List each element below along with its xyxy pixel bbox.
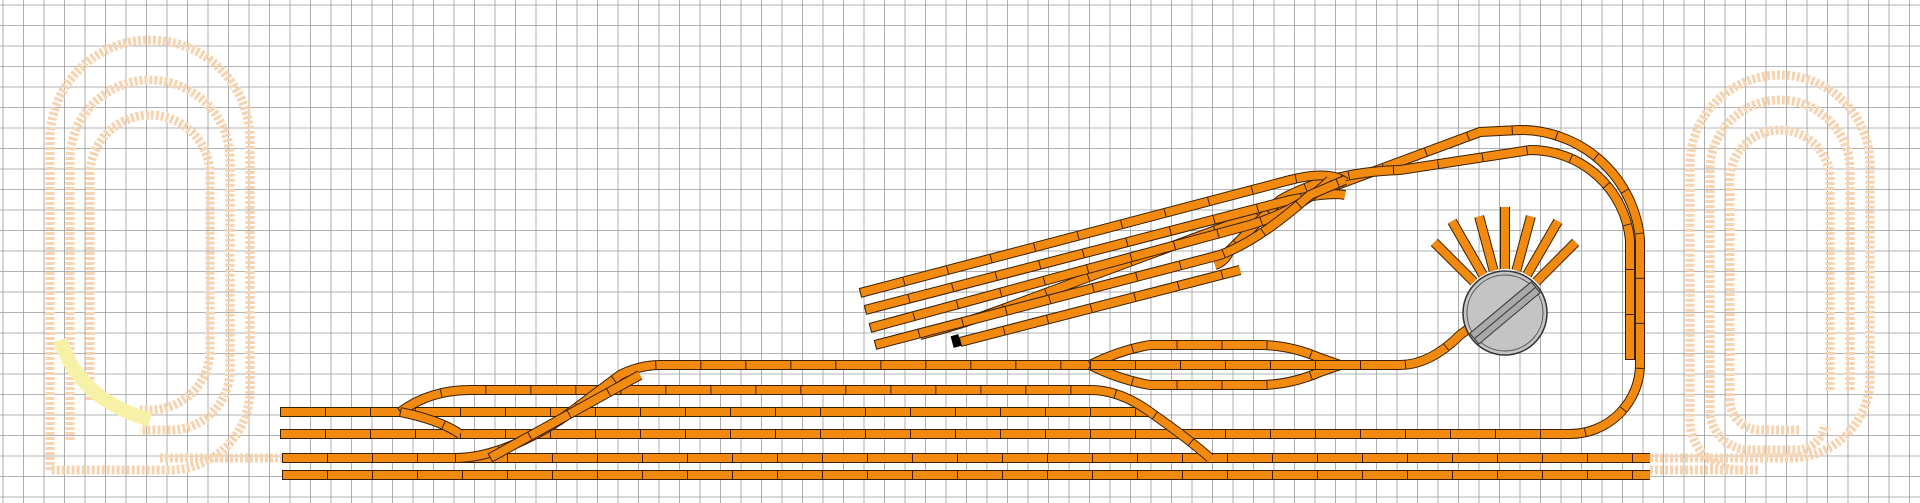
turntable-stalls (1430, 207, 1580, 286)
planned-loop-right-innermost[interactable] (1725, 125, 1835, 435)
track-joints (397, 386, 1213, 461)
planned-loop-left-innermost[interactable] (85, 110, 215, 415)
turntable-stall-track[interactable] (1448, 219, 1487, 277)
yard-track-5[interactable] (959, 266, 1241, 346)
passing-loop-top[interactable] (1088, 341, 1342, 369)
turntable-lead[interactable] (1090, 316, 1483, 369)
siding-c[interactable] (399, 408, 463, 438)
planned-loop-right-outer[interactable] (1650, 70, 1875, 475)
planned-highlight-left[interactable] (53, 337, 152, 427)
buffer-stop-icon (950, 334, 962, 348)
siding-b[interactable] (397, 386, 1213, 461)
diagonal-connector-2[interactable] (488, 371, 642, 462)
turntable-stall-track[interactable] (1512, 215, 1535, 272)
planned-loop-left-outer[interactable] (45, 35, 255, 475)
planned-tracks-layer (45, 35, 1875, 475)
planned-loop-left-inner[interactable] (65, 75, 235, 440)
turntable-rim (1466, 274, 1544, 352)
planned-loop-right-inner[interactable] (1705, 95, 1855, 455)
active-tracks-layer (280, 124, 1650, 480)
passing-loop-bottom[interactable] (1088, 361, 1342, 389)
turntable-icon[interactable] (1430, 207, 1580, 356)
turntable-stall-track[interactable] (1533, 239, 1579, 285)
turntable-stall-track[interactable] (1431, 239, 1477, 285)
turntable-stall-track[interactable] (1523, 219, 1562, 277)
track-joints (873, 176, 1347, 349)
turntable-bridge[interactable] (1469, 281, 1541, 345)
track-edge (397, 385, 1214, 462)
turntable-stall-track[interactable] (1475, 215, 1498, 272)
